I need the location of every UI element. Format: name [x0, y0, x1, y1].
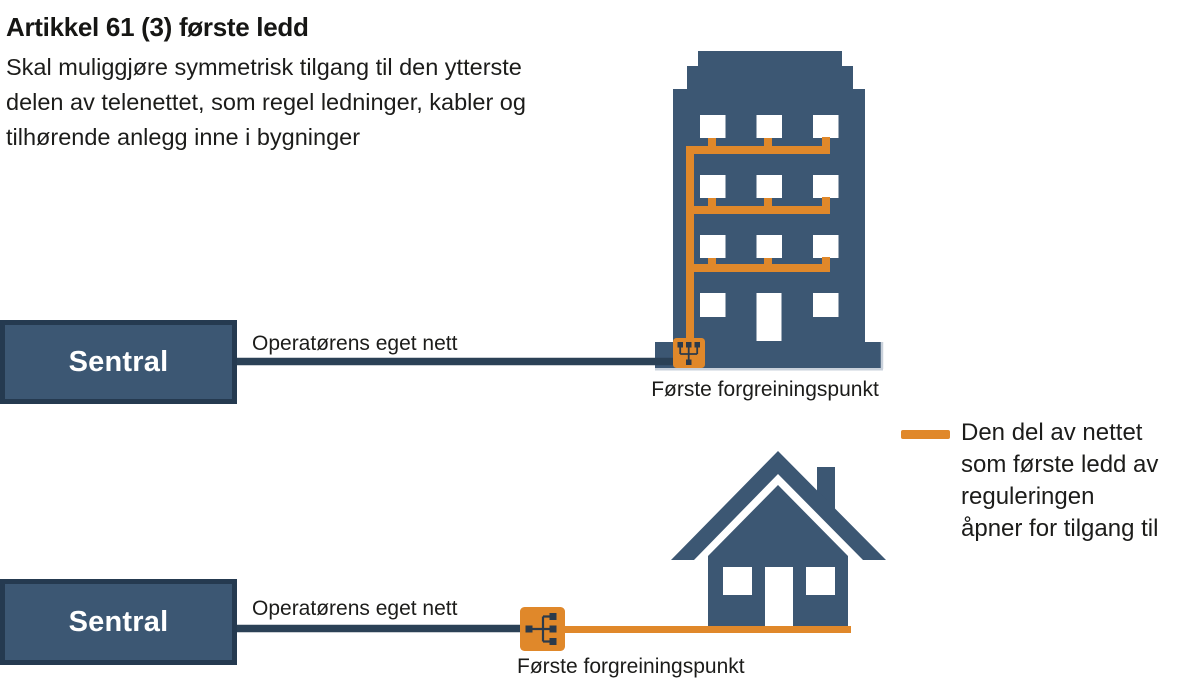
legend-line: reguleringen: [961, 483, 1095, 510]
sentral-box-bottom: Sentral: [0, 579, 237, 665]
sentral-label: Sentral: [68, 605, 169, 638]
legend-line: som første ledd av: [961, 451, 1159, 478]
network-splitter-icon: [677, 342, 700, 365]
sentral-label: Sentral: [68, 345, 169, 378]
subtitle-line: delen av telenettet, som regel ledninger…: [6, 89, 526, 115]
operator-network-label-bottom: Operatørens eget nett: [252, 597, 458, 620]
building-roof-step-top: [698, 51, 842, 68]
subtitle-line: tilhørende anlegg inne i bygninger: [6, 124, 361, 150]
building-windows: [700, 115, 839, 341]
network-splitter-icon: [525, 613, 557, 645]
building-door: [756, 293, 782, 341]
in-building-wiring: [686, 137, 830, 342]
subtitle-line: Skal muliggjøre symmetrisk tilgang til d…: [6, 54, 522, 80]
house-windows: [723, 567, 835, 627]
legend-line: åpner for tilgang til: [961, 515, 1159, 542]
house-door: [765, 567, 793, 627]
legend-orange-line-swatch: [901, 430, 950, 439]
building-roof-step-mid: [687, 66, 853, 91]
page-title: Artikkel 61 (3) første ledd: [6, 12, 309, 42]
branch-point-label-top: Første forgreiningspunkt: [651, 378, 879, 401]
apartment-building: [655, 51, 884, 371]
house: [671, 451, 886, 627]
branch-point-box-top: [673, 338, 705, 368]
branch-point-box-bottom: [520, 607, 565, 651]
branch-point-label-bottom: Første forgreiningspunkt: [517, 655, 745, 678]
legend-line: Den del av nettet: [961, 419, 1143, 446]
operator-network-label-top: Operatørens eget nett: [252, 332, 458, 355]
building-baseline: [655, 342, 884, 371]
sentral-box-top: Sentral: [0, 320, 237, 404]
house-roof: [671, 451, 886, 560]
